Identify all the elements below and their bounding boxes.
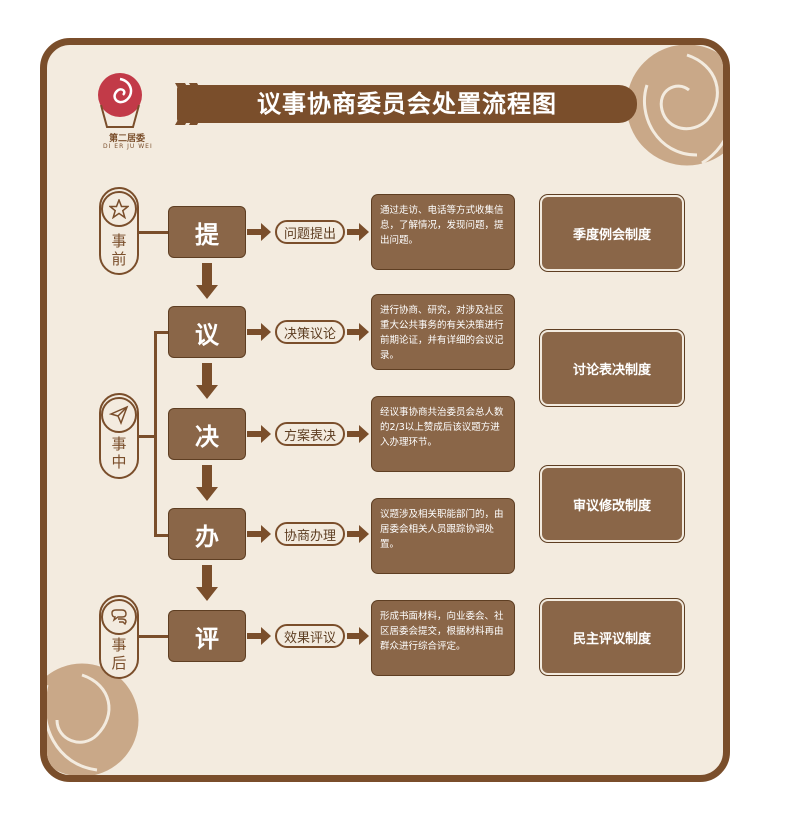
poster-frame: 第二居委 DI ER JU WEI 议事协商委员会处置流程图 事 前 事 中 事… xyxy=(40,38,730,782)
action-chip-ban: 协商办理 xyxy=(275,522,345,546)
action-chip-jue: 方案表决 xyxy=(275,422,345,446)
arrow-down-icon xyxy=(196,465,218,501)
step-ti: 提 xyxy=(169,207,245,257)
arrow-right-icon xyxy=(347,323,369,341)
phase-before-label-a: 事 xyxy=(111,232,127,250)
connector-line xyxy=(154,534,169,537)
logo-icon xyxy=(98,73,142,128)
page-title: 议事协商委员会处置流程图 xyxy=(177,85,637,123)
step-yi: 议 xyxy=(169,307,245,357)
star-icon xyxy=(109,199,129,219)
desc-box-jue: 经议事协商共治委员会总人数的2/3以上赞成后该议题方进入办理环节。 xyxy=(372,397,514,471)
connector-line xyxy=(154,331,157,537)
rose-decoration-bottom-left xyxy=(47,660,142,775)
system-box-review-revise: 审议修改制度 xyxy=(542,468,682,540)
phase-during-badge xyxy=(101,397,137,433)
arrow-right-icon xyxy=(247,525,271,543)
system-box-quarterly-meeting: 季度例会制度 xyxy=(542,197,682,269)
step-ban: 办 xyxy=(169,509,245,559)
arrow-down-icon xyxy=(196,263,218,299)
phase-after-label-a: 事 xyxy=(111,636,127,654)
arrow-right-icon xyxy=(247,223,271,241)
connector-line xyxy=(139,635,169,638)
phase-during-label-b: 中 xyxy=(111,453,127,471)
phase-during-label-a: 事 xyxy=(111,435,127,453)
paper-plane-icon xyxy=(109,405,129,425)
arrow-right-icon xyxy=(347,525,369,543)
system-box-democratic-review: 民主评议制度 xyxy=(542,601,682,673)
phase-before-badge xyxy=(101,191,137,227)
arrow-right-icon xyxy=(347,627,369,645)
connector-line xyxy=(154,331,169,334)
action-chip-ping: 效果评议 xyxy=(275,624,345,648)
action-chip-yi: 决策议论 xyxy=(275,320,345,344)
arrow-down-icon xyxy=(196,565,218,601)
logo-name: 第二居委 xyxy=(109,134,146,144)
phase-after-badge xyxy=(101,599,137,635)
desc-box-ti: 通过走访、电话等方式收集信息，了解情况，发现问题，提出问题。 xyxy=(372,195,514,269)
title-stripes xyxy=(175,83,209,125)
arrow-right-icon xyxy=(247,627,271,645)
arrow-right-icon xyxy=(347,223,369,241)
desc-box-ban: 议题涉及相关职能部门的，由居委会相关人员跟踪协调处置。 xyxy=(372,499,514,573)
arrow-right-icon xyxy=(347,425,369,443)
chat-icon xyxy=(111,609,127,626)
arrow-down-icon xyxy=(196,363,218,399)
step-ping: 评 xyxy=(169,611,245,661)
step-jue: 决 xyxy=(169,409,245,459)
arrow-right-icon xyxy=(247,425,271,443)
arrow-right-icon xyxy=(247,323,271,341)
phase-after-label-b: 后 xyxy=(111,654,127,672)
connector-line xyxy=(139,435,155,438)
phase-before-label-b: 前 xyxy=(111,250,127,268)
connector-line xyxy=(139,231,169,234)
desc-box-yi: 进行协商、研究，对涉及社区重大公共事务的有关决策进行前期论证，并有详细的会议记录… xyxy=(372,295,514,369)
logo-subtitle: DI ER JU WEI xyxy=(103,143,153,150)
desc-box-ping: 形成书面材料，向业委会、社区居委会提交，根据材料再由群众进行综合评定。 xyxy=(372,601,514,675)
system-box-discussion-vote: 讨论表决制度 xyxy=(542,332,682,404)
action-chip-ti: 问题提出 xyxy=(275,220,345,244)
